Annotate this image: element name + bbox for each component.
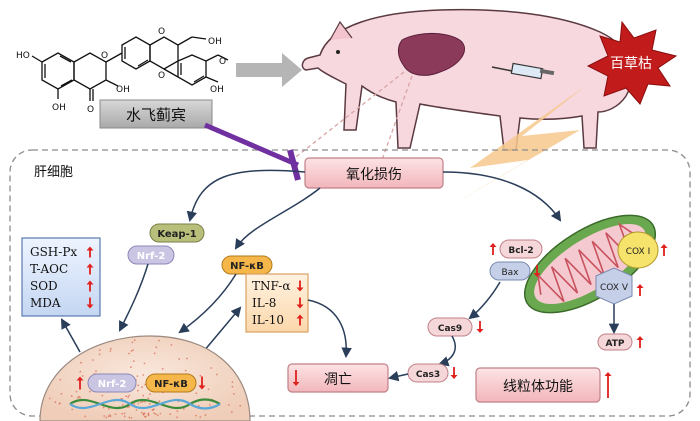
atom-label: O <box>101 51 108 61</box>
bcl2-node: Bcl-2 <box>499 239 543 259</box>
antioxidant-panel: GSH-PxT-AOC SOD MDA <box>21 237 101 317</box>
lightning-bolt <box>440 84 588 212</box>
cas3-label: Cas3 <box>416 370 440 380</box>
marker-label: MDA <box>30 296 61 310</box>
oxidative-damage-label: 氧化损伤 <box>346 167 402 183</box>
atom-label: O <box>219 57 226 67</box>
hepatocyte-label: 肝细胞 <box>34 165 73 180</box>
cox1-node: COX I <box>617 231 659 269</box>
bax-label: Bax <box>501 268 519 278</box>
silybin-structure <box>31 36 229 101</box>
keap1-node: Keap-1 <box>149 223 205 243</box>
marker-label: IL-10 <box>252 313 284 327</box>
cas9-label: Cas9 <box>438 324 462 334</box>
up-arrow-icon <box>660 244 668 256</box>
administration-arrow <box>236 53 302 87</box>
silybin-inhibition <box>204 122 301 181</box>
arrow-nrf2-to-nucleus <box>119 263 149 332</box>
pig-liver <box>397 32 465 76</box>
apoptosis-label: 凋亡 <box>324 372 352 388</box>
atp-node: ATP <box>597 333 633 351</box>
up-arrow-icon <box>76 376 84 390</box>
dna-strand <box>69 398 221 410</box>
marker-label: TNF-α <box>252 279 290 293</box>
up-arrow-icon <box>86 246 94 258</box>
cas3-node: Cas3 <box>407 363 449 383</box>
bax-node: Bax <box>489 261 531 281</box>
atom-label: OH <box>52 103 66 113</box>
cox5-node: COX V <box>595 267 633 305</box>
marker-label: IL-8 <box>252 296 276 310</box>
up-arrow-icon <box>489 243 497 255</box>
arrow-to-nfkb <box>234 187 321 250</box>
arrow-nfkb-to-nucleus <box>178 273 237 334</box>
paraquat-label: 百草枯 <box>610 56 652 72</box>
syringe-icon <box>491 62 555 80</box>
down-arrow-icon <box>86 297 94 309</box>
marker-label: SOD <box>30 279 58 293</box>
down-arrow-icon <box>296 280 304 292</box>
arrow-cas9-to-cas3 <box>438 335 456 367</box>
mito-function-box: 线粒体功能 <box>475 367 601 403</box>
atom-label: O <box>87 105 94 115</box>
cox5-label: COX V <box>600 283 629 293</box>
down-arrow-icon <box>476 321 484 333</box>
atom-label: OH <box>210 85 224 95</box>
up-arrow-icon <box>296 314 304 326</box>
arrow-to-keap1 <box>186 169 306 223</box>
silybin-label: 水飞蓟宾 <box>126 106 186 124</box>
nrf2-node: Nrf-2 <box>127 245 175 265</box>
pig-illustration <box>301 8 643 151</box>
atom-label: HO <box>16 51 30 61</box>
marker-label: GSH-Px <box>30 245 77 259</box>
silybin-atom-labels: OH HO OH OH O O O O O OH <box>16 27 226 115</box>
liver-zoom-line <box>381 75 413 161</box>
paraquat-burst: 百草枯 <box>586 20 678 105</box>
nfkb-label: NF-κB <box>230 261 264 272</box>
silybin-label-box: 水飞蓟宾 <box>99 99 213 129</box>
mito-function-label: 线粒体功能 <box>503 379 573 395</box>
arrow-cytokine-to-apoptosis <box>307 299 352 359</box>
cox1-label: COX I <box>626 247 650 257</box>
hepatocyte-outline <box>9 149 691 417</box>
oxidative-damage-box: 氧化损伤 <box>304 157 444 189</box>
arrow-to-mitochondrion <box>442 171 562 222</box>
atom-label: O <box>158 71 165 81</box>
up-arrow-icon <box>86 263 94 275</box>
down-arrow-icon <box>533 265 541 277</box>
bcl2-label: Bcl-2 <box>508 246 533 256</box>
down-arrow-icon <box>450 367 458 379</box>
cas9-node: Cas9 <box>427 317 473 337</box>
atom-label: OH <box>116 85 130 95</box>
arrow-cas3-to-apoptosis <box>387 371 409 382</box>
down-arrow-icon <box>292 370 300 386</box>
nfkb-node: NF-κB <box>221 255 273 275</box>
marker-label: T-AOC <box>30 262 68 276</box>
atom-label: OH <box>208 37 222 47</box>
arrow-nucleus-to-antioxidant <box>60 318 81 353</box>
down-arrow-icon <box>296 297 304 309</box>
cytokine-panel: TNF-αIL-8IL-10 <box>245 273 309 333</box>
up-arrow-icon <box>636 336 644 348</box>
keap1-label: Keap-1 <box>157 229 196 240</box>
atp-label: ATP <box>605 339 624 349</box>
nucleus-nrf2-label: Nrf-2 <box>98 379 127 390</box>
down-arrow-icon <box>198 376 206 390</box>
nucleus-nfkb-label: NF-κB <box>154 379 188 390</box>
arrow-bax-to-cas9 <box>468 281 501 320</box>
nucleus: Nrf-2 NF-κB <box>39 335 251 421</box>
nrf2-label: Nrf-2 <box>137 251 166 262</box>
atom-label: O <box>158 27 165 37</box>
apoptosis-box: 凋亡 <box>287 363 389 393</box>
up-arrow-icon <box>636 284 644 296</box>
up-arrow-icon <box>86 280 94 292</box>
up-arrow-icon <box>604 372 612 398</box>
liver-zoom-line <box>291 71 405 161</box>
dna-strand <box>69 398 221 410</box>
